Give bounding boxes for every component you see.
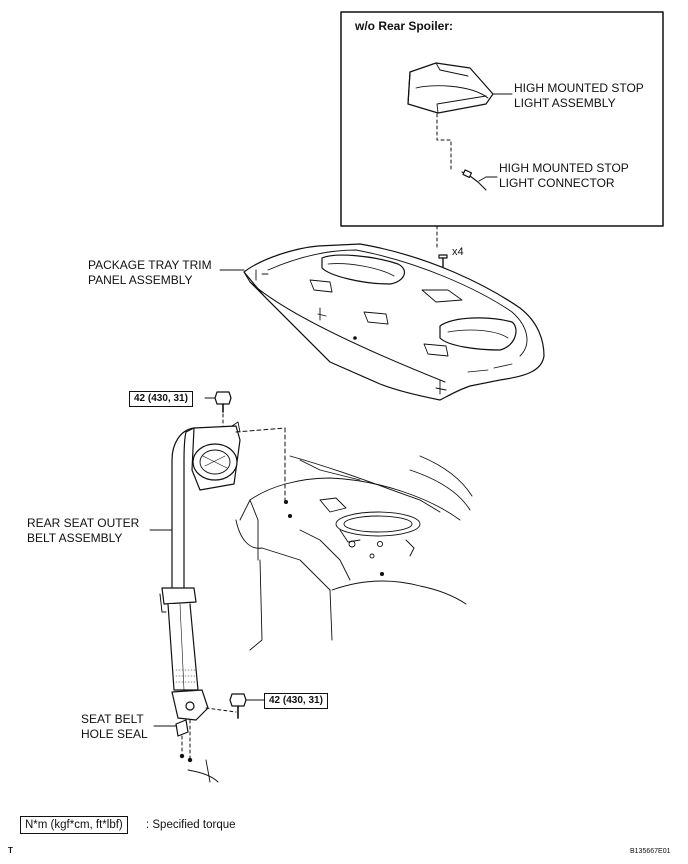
inset-title: w/o Rear Spoiler: — [355, 19, 454, 33]
rear-seat-belt-label-line2: BELT ASSEMBLY — [27, 531, 123, 545]
package-tray-label-line1: PACKAGE TRAY TRIM — [88, 258, 212, 272]
figure-id: B135667E01 — [630, 848, 671, 855]
clip-quantity-label: x4 — [452, 246, 464, 258]
stop-light-assembly-illustration — [407, 62, 513, 114]
footer-mark: T — [8, 846, 13, 855]
stop-light-connector-label-line2: LIGHT CONNECTOR — [499, 176, 615, 190]
hole-seal-label-line2: HOLE SEAL — [81, 727, 148, 741]
torque-unit-legend-box: N*m (kgf*cm, ft*lbf) — [20, 816, 128, 834]
vehicle-body-illustration — [187, 455, 473, 783]
torque-spec-upper: 42 (430, 31) — [129, 391, 193, 407]
upper-anchor-bolt-illustration — [204, 391, 232, 429]
stop-light-assembly-label-line2: LIGHT ASSEMBLY — [514, 96, 616, 110]
rear-seat-belt-label-line1: REAR SEAT OUTER — [27, 516, 140, 530]
package-tray-label-line2: PANEL ASSEMBLY — [88, 273, 193, 287]
lower-anchor-bolt-illustration — [229, 693, 265, 719]
package-tray-illustration — [219, 243, 545, 401]
rear-seat-belt-illustration — [149, 421, 286, 763]
stop-light-connector-label-line1: HIGH MOUNTED STOP — [499, 161, 629, 175]
inset-panel — [340, 11, 664, 251]
hole-seal-illustration — [153, 719, 189, 759]
torque-spec-lower: 42 (430, 31) — [264, 693, 328, 709]
hole-seal-label-line1: SEAT BELT — [81, 712, 144, 726]
stop-light-connector-illustration — [461, 169, 498, 191]
stop-light-assembly-label-line1: HIGH MOUNTED STOP — [514, 81, 644, 95]
torque-unit-legend-text: : Specified torque — [146, 819, 236, 831]
